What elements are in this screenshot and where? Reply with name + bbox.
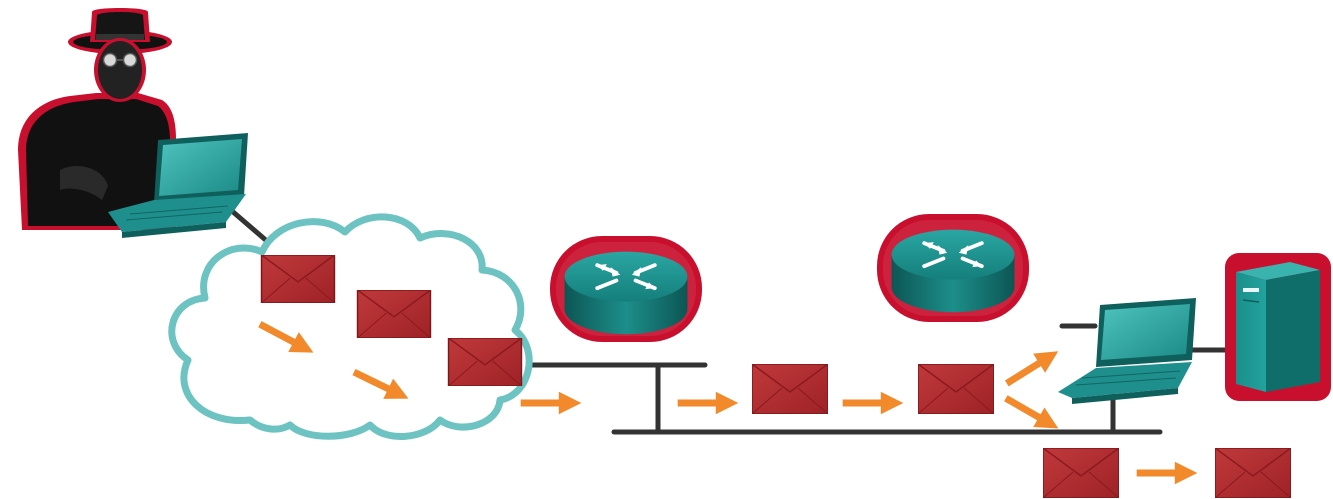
envelope-icon xyxy=(260,255,336,303)
envelope-icon xyxy=(1215,448,1291,498)
router-icon xyxy=(877,214,1029,322)
server-icon xyxy=(1225,253,1331,401)
laptop-icon xyxy=(1058,298,1196,404)
envelope-icon xyxy=(918,364,994,414)
arrow-icon xyxy=(842,391,904,415)
laptop-icon xyxy=(108,133,248,238)
envelope-icon xyxy=(356,290,432,338)
network-cables xyxy=(222,202,1235,435)
envelope-icon xyxy=(752,364,828,414)
router-icon xyxy=(550,236,702,342)
cloud-icon xyxy=(168,213,533,440)
arrow-icon xyxy=(520,391,582,415)
hacker-icon xyxy=(18,8,176,230)
arrow-icon xyxy=(1000,341,1065,393)
envelope-icon xyxy=(447,338,523,386)
arrow-icon xyxy=(1136,461,1198,485)
envelope-icon xyxy=(1043,448,1119,498)
arrow-icon xyxy=(677,391,739,415)
